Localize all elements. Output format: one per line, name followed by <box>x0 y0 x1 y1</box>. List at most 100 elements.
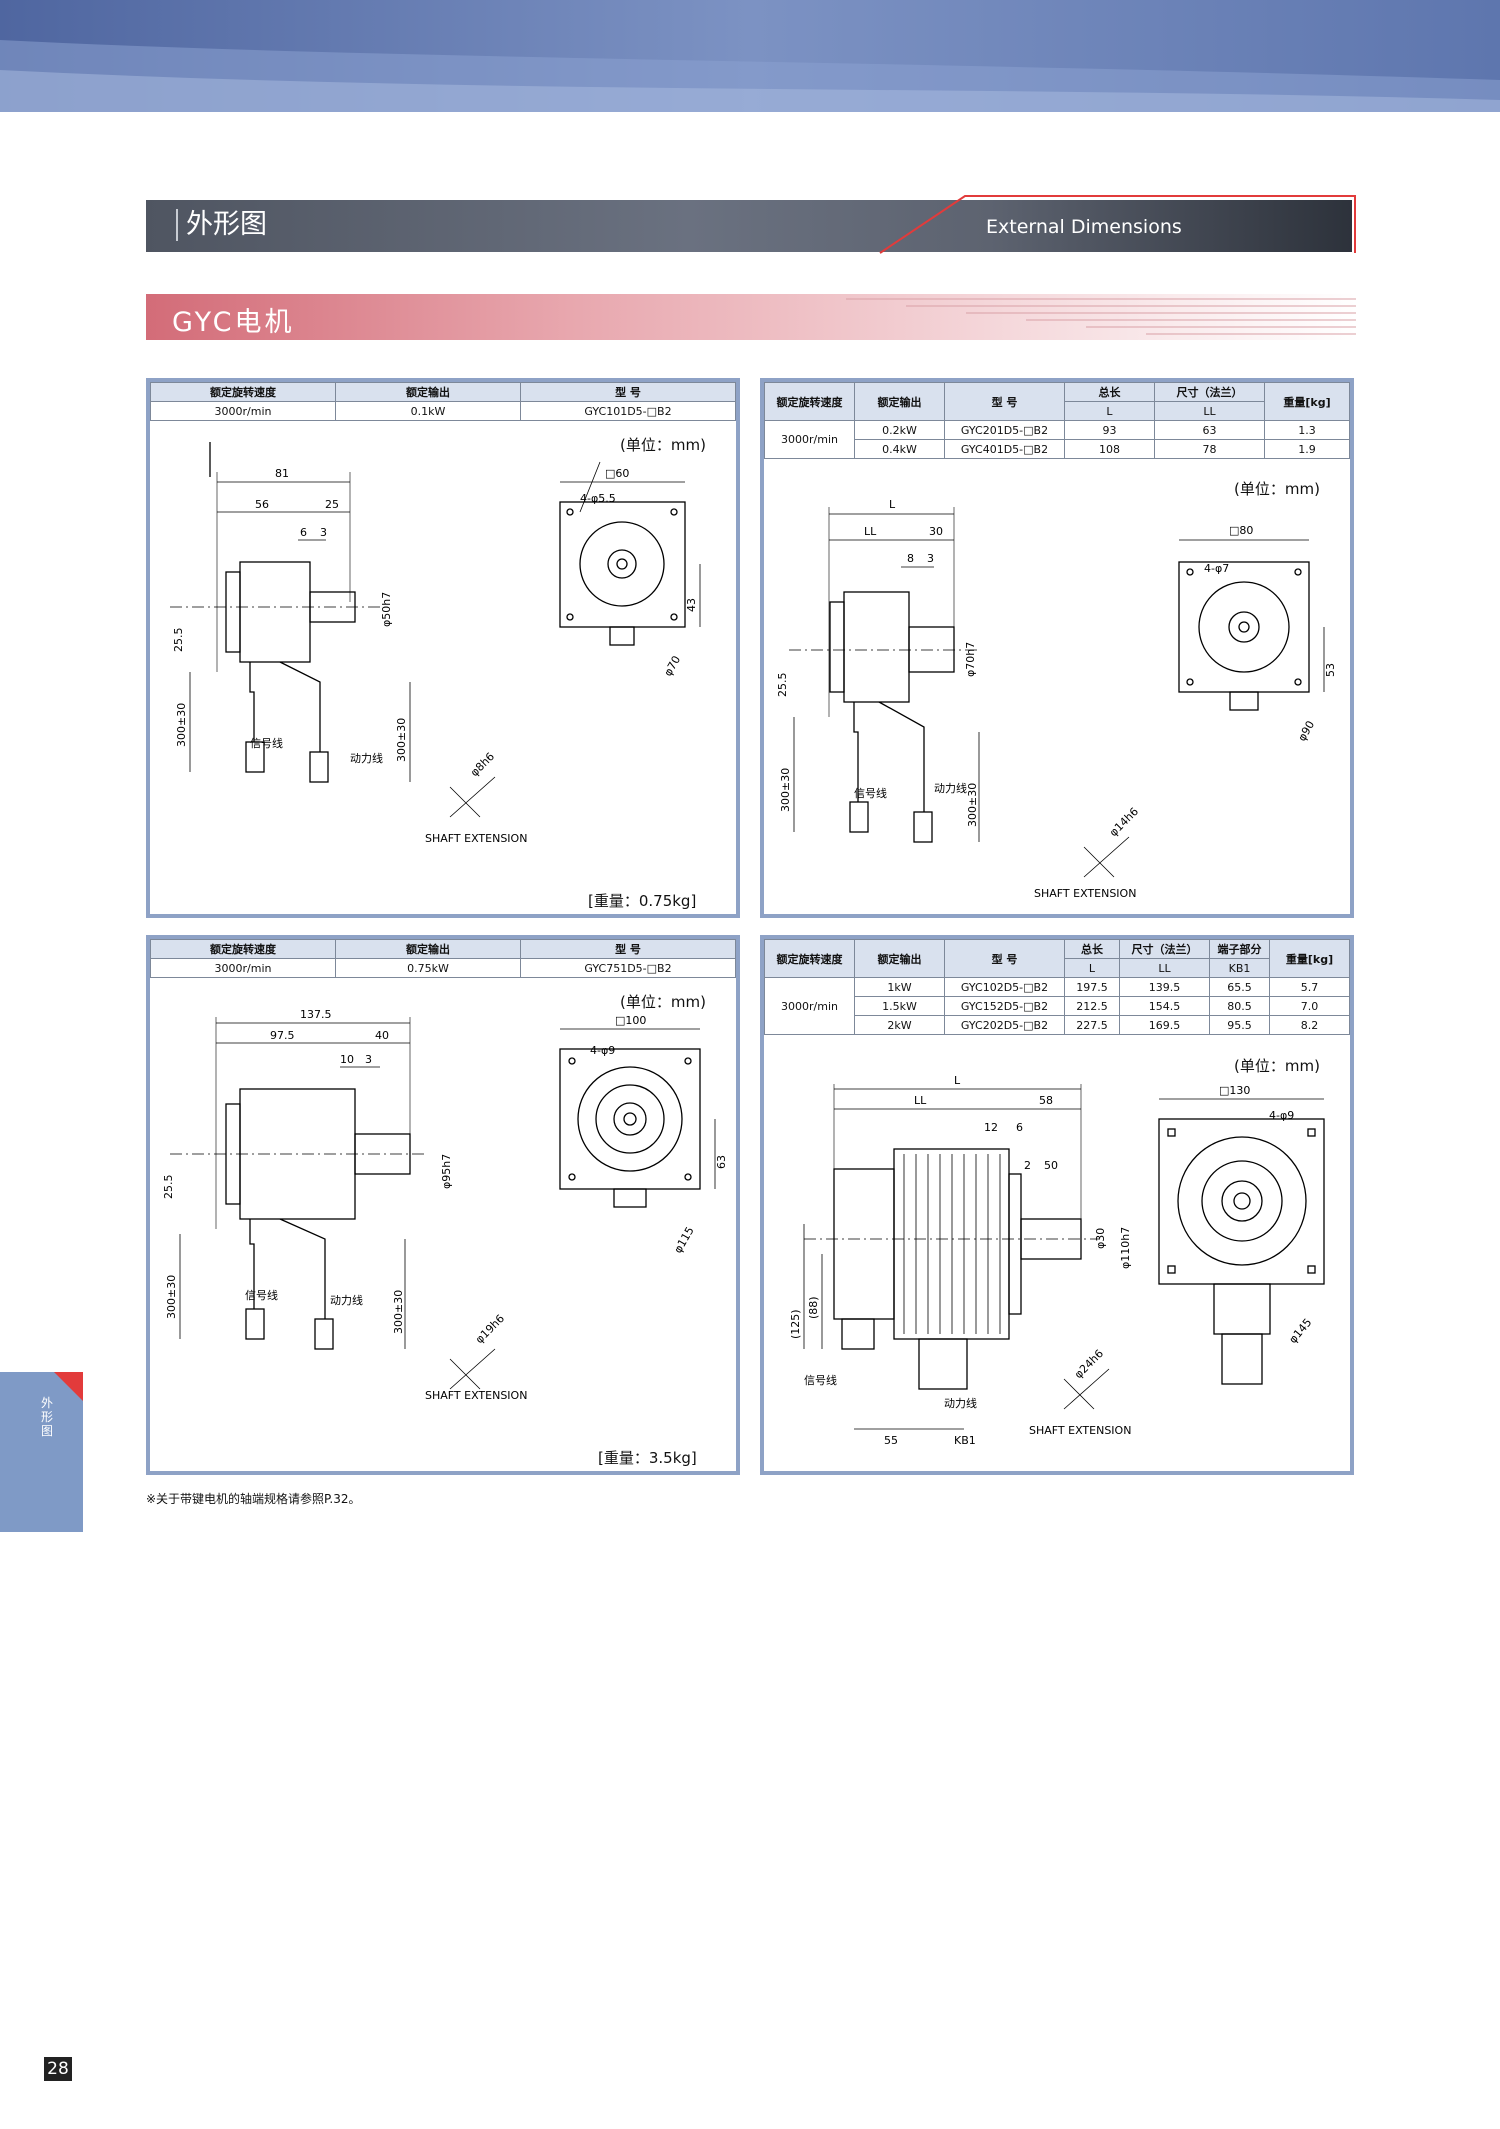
cell-ll: 154.5 <box>1119 996 1210 1016</box>
header-speed: 额定旋转速度 <box>764 939 855 978</box>
cell-ll: 63 <box>1154 420 1265 440</box>
cell-output: 1.5kW <box>854 996 945 1016</box>
dim-shaft-d: φ19h6 <box>473 1312 507 1346</box>
dim-d1: 12 <box>984 1121 998 1134</box>
dim-total: 137.5 <box>300 1008 332 1021</box>
dim-side: 63 <box>715 1155 728 1169</box>
cell-output: 0.2kW <box>854 420 945 440</box>
subheader-ll: LL <box>1119 958 1210 978</box>
subheader-ll: LL <box>1154 401 1265 421</box>
drawing-gyc101: 81 56 25 6 3 25.5 300±30 300±30 φ50h7 信号… <box>170 442 701 845</box>
dim-h1: (125) <box>789 1309 802 1339</box>
dim-d1: 8 <box>907 552 914 565</box>
header-output: 额定输出 <box>854 382 945 421</box>
cell-speed: 3000r/min <box>764 977 855 1035</box>
drawing-gyc102-202: L LL 58 12 6 2 50 (125) (88) φ30 φ110h7 … <box>789 1074 1325 1447</box>
top-banner <box>0 0 1500 112</box>
dim-shaft-len: 30 <box>929 525 943 538</box>
signal-wire-label: 信号线 <box>804 1373 837 1387</box>
dim-d2: 3 <box>365 1053 372 1066</box>
dim-cable1: 300±30 <box>779 768 792 812</box>
cell-output: 0.75kW <box>335 958 521 978</box>
cell-output: 1kW <box>854 977 945 997</box>
dim-pilot: φ70h7 <box>964 642 977 677</box>
dim-cable-h: 25.5 <box>162 1175 175 1200</box>
dim-ll: 97.5 <box>270 1029 295 1042</box>
header-output: 额定输出 <box>854 939 945 978</box>
cell-ll: 139.5 <box>1119 977 1210 997</box>
cell-model: GYC152D5-□B2 <box>944 996 1065 1016</box>
unit-label: (单位：mm) <box>1234 1057 1320 1075</box>
dim-ll: LL <box>864 525 877 538</box>
cell-l: 108 <box>1064 439 1155 459</box>
cell-ll: 169.5 <box>1119 1015 1210 1035</box>
spec-table-3: 额定旋转速度 额定输出 型 号 3000r/min 0.75kW GYC751D… <box>150 939 736 978</box>
weight-label: [重量：0.75kg] <box>588 892 697 910</box>
dim-cable2: 300±30 <box>392 1290 405 1334</box>
power-wire-label: 动力线 <box>330 1293 363 1307</box>
power-wire-label: 动力线 <box>350 751 383 765</box>
signal-wire-label: 信号线 <box>250 736 283 750</box>
dim-pcd: φ90 <box>1295 719 1317 744</box>
header-total: 总长 <box>1064 939 1120 959</box>
dim-pilot: φ110h7 <box>1119 1227 1132 1269</box>
shaft-extension-label: SHAFT EXTENSION <box>1029 1424 1131 1437</box>
side-tab[interactable]: 外形图 <box>0 1372 83 1532</box>
dim-pcd: φ145 <box>1286 1316 1314 1346</box>
header-flange: 尺寸（法兰） <box>1154 382 1265 402</box>
dim-pcd: φ115 <box>671 1225 696 1256</box>
weight-label: [重量：3.5kg] <box>598 1449 697 1467</box>
header-model: 型 号 <box>520 939 736 959</box>
title-decoration <box>879 195 1356 254</box>
dim-pilot: φ95h7 <box>440 1154 453 1189</box>
dim-cable2: 300±30 <box>395 718 408 762</box>
header-model: 型 号 <box>944 939 1065 978</box>
cell-weight: 1.3 <box>1264 420 1350 440</box>
dim-pilot: φ50h7 <box>380 592 393 627</box>
unit-label: (单位：mm) <box>1234 480 1320 498</box>
cell-model: GYC102D5-□B2 <box>944 977 1065 997</box>
header-total: 总长 <box>1064 382 1155 402</box>
header-output: 额定输出 <box>335 382 521 402</box>
table-row: 0.4kW GYC401D5-□B2 108 78 1.9 <box>765 439 1350 459</box>
cell-l: 93 <box>1064 420 1155 440</box>
dim-cable2: 300±30 <box>966 783 979 827</box>
dim-holes: 4-φ9 <box>1269 1109 1294 1122</box>
drawing-gyc201-401: L LL 30 8 3 25.5 300±30 300±30 φ70h7 信号线… <box>776 498 1337 900</box>
panel-gyc102-202: 额定旋转速度 额定输出 型 号 总长 尺寸（法兰） 端子部分 重量[kg] L … <box>760 935 1354 1475</box>
shaft-extension-label: SHAFT EXTENSION <box>425 832 527 845</box>
cell-ll: 78 <box>1154 439 1265 459</box>
cell-weight: 1.9 <box>1264 439 1350 459</box>
cell-output: 0.4kW <box>854 439 945 459</box>
cell-output: 2kW <box>854 1015 945 1035</box>
dim-ll: LL <box>914 1094 927 1107</box>
dim-shaft-d: φ8h6 <box>468 750 497 779</box>
cell-l: 197.5 <box>1064 977 1120 997</box>
cell-l: 227.5 <box>1064 1015 1120 1035</box>
cell-model: GYC751D5-□B2 <box>520 958 736 978</box>
panel-gyc101: 额定旋转速度 额定输出 型 号 3000r/min 0.1kW GYC101D5… <box>146 378 740 918</box>
header-speed: 额定旋转速度 <box>764 382 855 421</box>
panel-gyc751: 额定旋转速度 额定输出 型 号 3000r/min 0.75kW GYC751D… <box>146 935 740 1475</box>
power-wire-label: 动力线 <box>944 1396 977 1410</box>
spec-table-4: 额定旋转速度 额定输出 型 号 总长 尺寸（法兰） 端子部分 重量[kg] L … <box>764 939 1350 1035</box>
dim-ll: 56 <box>255 498 269 511</box>
title-en: External Dimensions <box>986 216 1182 238</box>
footnote: ※关于带键电机的轴端规格请参照P.32。 <box>146 1492 361 1506</box>
side-tab-label: 外形图 <box>40 1396 53 1438</box>
dim-shaft-len: 58 <box>1039 1094 1053 1107</box>
header-output: 额定输出 <box>335 939 521 959</box>
subheader-l: L <box>1064 401 1155 421</box>
dim-pcd: φ70 <box>661 654 683 679</box>
cell-output: 0.1kW <box>335 401 521 421</box>
dim-flange: □130 <box>1219 1084 1250 1097</box>
dim-d2: 6 <box>1016 1121 1023 1134</box>
cell-model: GYC201D5-□B2 <box>944 420 1065 440</box>
subheader-l: L <box>1064 958 1120 978</box>
side-tab-corner <box>54 1372 83 1401</box>
dim-step: 2 <box>1024 1159 1031 1172</box>
cell-weight: 5.7 <box>1269 977 1350 997</box>
title-cn: 外形图 <box>176 209 267 241</box>
cell-l: 212.5 <box>1064 996 1120 1016</box>
header-weight: 重量[kg] <box>1269 939 1350 978</box>
